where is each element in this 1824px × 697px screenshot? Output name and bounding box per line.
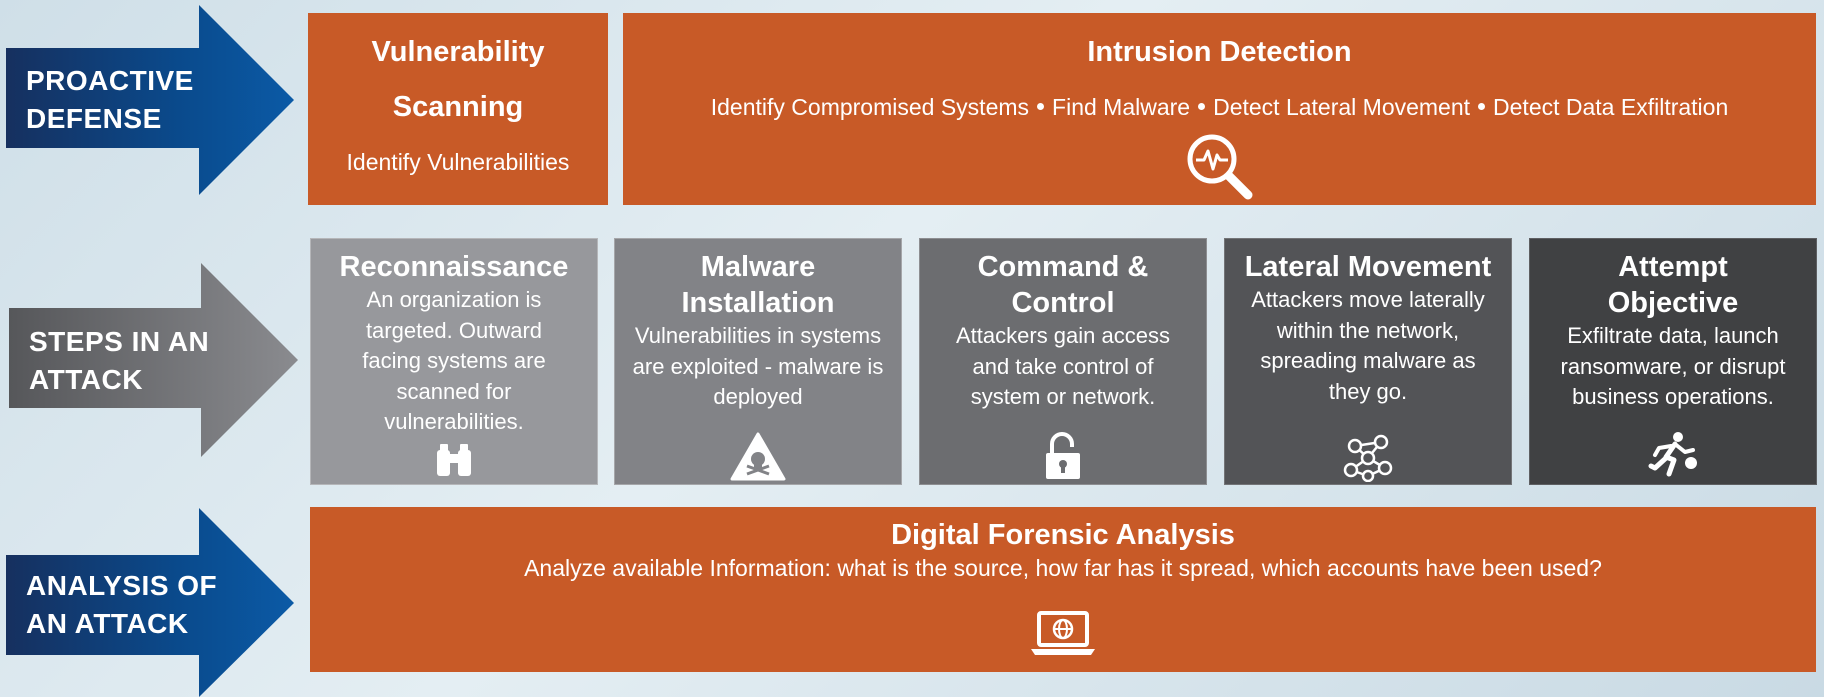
proactive-label-text: PROACTIVE DEFENSE	[26, 65, 194, 134]
step-reconnaissance-title: Reconnaissance	[339, 251, 569, 283]
step-malware-installation-box: Malware Installation Vulnerabilities in …	[614, 238, 902, 485]
intrusion-item-malware: Find Malware	[1052, 94, 1191, 120]
step-command-control-title-text: Command & Control	[977, 251, 1149, 319]
vulnerability-scanning-title-line2: Scanning	[392, 91, 524, 123]
step-lateral-movement-description: Attackers move laterally within the netw…	[1251, 287, 1485, 404]
binoculars-icon	[434, 444, 474, 483]
step-command-control-title: Command & Control	[920, 249, 1206, 321]
step-command-control-box: Command & Control Attackers gain access …	[919, 238, 1207, 485]
intrusion-item-exfiltration: Detect Data Exfiltration	[1493, 94, 1729, 120]
intrusion-item-lateral: Detect Lateral Movement	[1213, 94, 1471, 120]
steps-label-text: STEPS IN AN ATTACK	[29, 326, 210, 395]
analysis-label-text: ANALYSIS OF AN ATTACK	[26, 570, 218, 639]
running-figure-icon	[1647, 430, 1699, 487]
steps-in-attack-label: STEPS IN AN ATTACK	[29, 323, 209, 399]
intrusion-detection-box: Intrusion Detection Identify Compromised…	[623, 13, 1816, 205]
step-attempt-objective-box: Attempt Objective Exfiltrate data, launc…	[1529, 238, 1817, 485]
bullet-dot	[1198, 103, 1206, 110]
intrusion-item-compromised: Identify Compromised Systems	[710, 94, 1030, 120]
step-reconnaissance-box: Reconnaissance An organization is target…	[310, 238, 598, 485]
intrusion-detection-title: Intrusion Detection	[1087, 36, 1352, 68]
digital-forensic-description: Analyze available Information: what is t…	[524, 555, 1602, 581]
step-attempt-objective-title-text: Attempt Objective	[1607, 251, 1739, 319]
unlocked-padlock-icon	[1043, 431, 1083, 486]
step-malware-installation-title: Malware Installation	[615, 249, 901, 321]
magnifier-pulse-icon	[1182, 129, 1258, 210]
intrusion-detection-items: Identify Compromised Systems Find Malware…	[623, 92, 1816, 123]
analysis-of-attack-label: ANALYSIS OF AN ATTACK	[26, 567, 217, 643]
vulnerability-scanning-description: Identify Vulnerabilities	[346, 149, 570, 175]
proactive-defense-label: PROACTIVE DEFENSE	[26, 62, 194, 138]
digital-forensic-analysis-box: Digital Forensic Analysis Analyze availa…	[310, 507, 1816, 672]
digital-forensic-title: Digital Forensic Analysis	[891, 519, 1235, 551]
step-reconnaissance-description: An organization is targeted. Outward fac…	[362, 287, 546, 434]
vulnerability-scanning-title-line1: Vulnerability	[371, 36, 545, 68]
steps-in-attack-arrow: STEPS IN AN ATTACK	[6, 263, 298, 457]
bullet-dot	[1037, 103, 1045, 110]
step-attempt-objective-title: Attempt Objective	[1530, 249, 1816, 321]
analysis-of-attack-arrow: ANALYSIS OF AN ATTACK	[6, 508, 296, 697]
step-attempt-objective-description: Exfiltrate data, launch ransomware, or d…	[1560, 323, 1786, 409]
step-lateral-movement-box: Lateral Movement Attackers move laterall…	[1224, 238, 1512, 485]
proactive-defense-arrow: PROACTIVE DEFENSE	[6, 5, 296, 195]
network-users-icon	[1341, 432, 1395, 487]
vulnerability-scanning-box: Vulnerability Scanning Identify Vulnerab…	[308, 13, 608, 205]
bullet-dot	[1478, 103, 1486, 110]
step-malware-installation-title-text: Malware Installation	[681, 251, 835, 319]
skull-warning-icon	[730, 432, 786, 487]
laptop-globe-icon	[1029, 611, 1097, 662]
step-malware-installation-description: Vulnerabilities in systems are exploited…	[632, 323, 884, 409]
step-lateral-movement-title: Lateral Movement	[1244, 251, 1492, 283]
step-command-control-description: Attackers gain access and take control o…	[956, 323, 1170, 409]
